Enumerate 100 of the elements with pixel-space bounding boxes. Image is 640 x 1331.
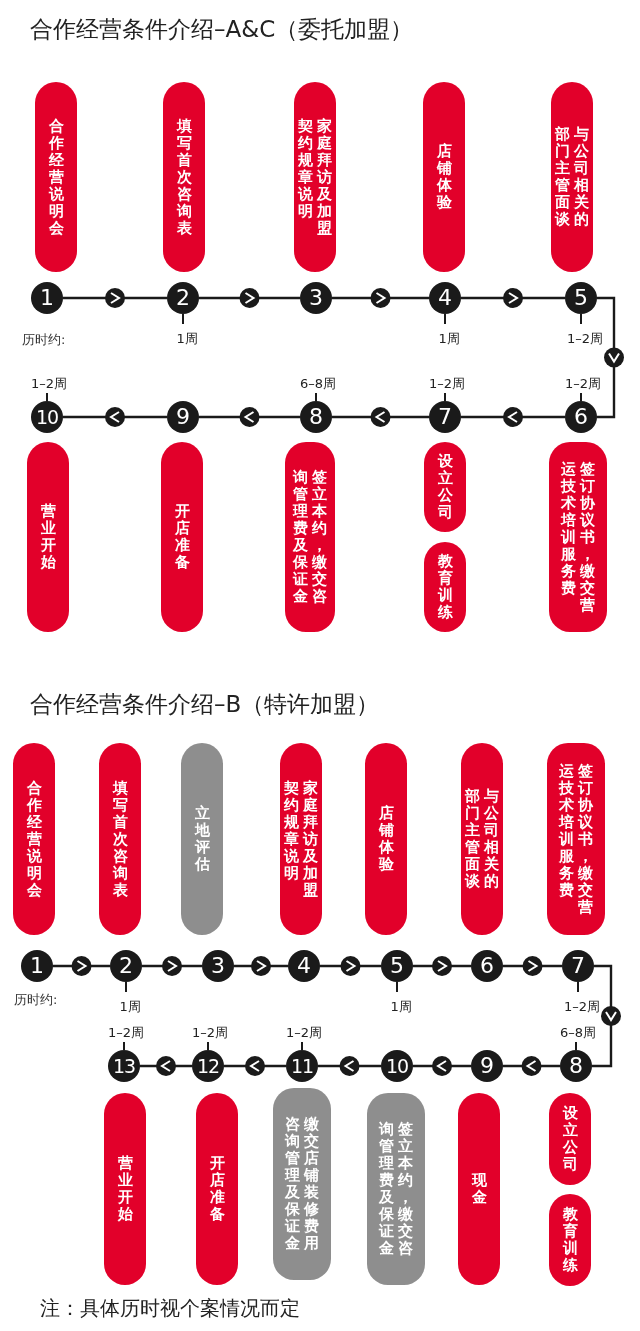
step-pill	[196, 1093, 238, 1285]
step-number-circle	[110, 950, 142, 982]
step-pill	[13, 743, 55, 935]
step-text: 教育训练	[437, 553, 453, 621]
step-number-circle	[300, 401, 332, 433]
step-pill	[365, 743, 407, 935]
step-text: 缴交店铺装修费用咨询管理及保证金	[285, 1116, 319, 1252]
duration-label: 1–2周	[564, 1000, 601, 1013]
step-text: 教育训练	[562, 1206, 578, 1274]
step-text: 开店准备	[174, 503, 190, 571]
step-number-circle	[471, 1050, 503, 1082]
step-number-circle	[192, 1050, 224, 1082]
step-pill	[551, 82, 593, 272]
step-text: 店铺体验	[436, 143, 452, 211]
duration-label: 6–8周	[560, 1026, 597, 1039]
step-number-circle	[202, 950, 234, 982]
step-pill	[367, 1093, 425, 1285]
duration-label: 1–2周	[286, 1026, 323, 1039]
step-number-circle	[286, 1050, 318, 1082]
step-number: 8	[569, 1055, 583, 1077]
duration-label: 1–2周	[192, 1026, 229, 1039]
step-text: 与公司相关的部门主管面谈	[465, 788, 499, 890]
step-pill	[163, 82, 205, 272]
step-number-circle	[167, 282, 199, 314]
step-text: 家庭拜访及加盟契约规章说明	[298, 117, 332, 237]
step-pill	[104, 1093, 146, 1285]
step-number-circle	[31, 282, 63, 314]
step-pill	[424, 442, 466, 532]
step-number: 7	[571, 955, 585, 977]
step-number-circle	[429, 282, 461, 314]
step-pill	[549, 1194, 591, 1286]
step-number: 9	[176, 406, 190, 428]
step-number-circle	[167, 401, 199, 433]
step-number: 8	[309, 406, 323, 428]
duration-label: 1周	[390, 1000, 412, 1013]
step-text: 营业开始	[40, 503, 56, 571]
step-number: 5	[574, 287, 588, 309]
step-number: 5	[390, 955, 404, 977]
step-text: 设立公司	[562, 1105, 578, 1173]
step-text: 签订协议书，缴交营运技术培训服务费	[561, 460, 595, 614]
step-number-circle	[381, 1050, 413, 1082]
step-text: 与公司相关的部门主管面谈	[555, 126, 589, 228]
step-number-circle	[21, 950, 53, 982]
step-pill	[424, 542, 466, 632]
step-number-circle	[560, 1050, 592, 1082]
step-number: 1	[30, 955, 44, 977]
step-pill	[280, 743, 322, 935]
step-number: 10	[35, 407, 59, 427]
step-pill	[549, 1093, 591, 1185]
step-pill	[27, 442, 69, 632]
step-text: 开店准备	[209, 1155, 225, 1223]
duration-caption: 历时约:	[22, 333, 66, 346]
step-text: 家庭拜访及加盟契约规章说明	[284, 779, 318, 899]
duration-label: 1周	[119, 1000, 141, 1013]
duration-label: 1–2周	[31, 377, 68, 390]
footnote: 注：具体历时视个案情况而定	[40, 1298, 300, 1318]
step-pill	[294, 82, 336, 272]
step-text: 签立本约，缴交咨询管理费及保证金	[379, 1121, 413, 1257]
step-number: 6	[574, 406, 588, 428]
step-number: 3	[309, 287, 323, 309]
step-number: 12	[196, 1056, 220, 1076]
step-text: 店铺体验	[378, 805, 394, 873]
step-text: 签立本约，缴交咨询管理费及保证金	[293, 469, 327, 605]
duration-label: 1–2周	[565, 377, 602, 390]
step-pill	[458, 1093, 500, 1285]
step-pill	[273, 1088, 331, 1280]
step-number: 13	[112, 1056, 136, 1076]
duration-label: 1周	[438, 332, 460, 345]
step-text: 签订协议书，缴交营运技术培训服务费	[559, 762, 593, 916]
step-text: 填写首次咨询表	[176, 117, 192, 237]
step-number-circle	[288, 950, 320, 982]
step-text: 填写首次咨询表	[112, 779, 128, 899]
step-pill	[547, 743, 605, 935]
step-number: 3	[211, 955, 225, 977]
step-number: 2	[176, 287, 190, 309]
step-number-circle	[429, 401, 461, 433]
step-number: 11	[290, 1056, 314, 1076]
duration-label: 1–2周	[108, 1026, 145, 1039]
step-text: 设立公司	[437, 453, 453, 521]
step-number: 6	[480, 955, 494, 977]
step-number: 4	[438, 287, 452, 309]
step-pill	[285, 442, 335, 632]
duration-label: 6–8周	[300, 377, 337, 390]
step-text: 立地评估	[194, 805, 210, 873]
step-pill	[461, 743, 503, 935]
step-pill	[423, 82, 465, 272]
step-number-circle	[565, 282, 597, 314]
step-pill	[35, 82, 77, 272]
step-number-circle	[31, 401, 63, 433]
duration-label: 1周	[176, 332, 198, 345]
step-pill	[161, 442, 203, 632]
step-number-circle	[108, 1050, 140, 1082]
duration-label: 1–2周	[567, 332, 604, 345]
step-number: 2	[119, 955, 133, 977]
step-text: 现金	[471, 1172, 487, 1206]
step-text: 合作经营说明会	[26, 779, 42, 899]
step-text: 合作经营说明会	[48, 117, 64, 237]
page-title: 合作经营条件介绍–A&C（委托加盟）	[30, 18, 414, 41]
step-pill	[99, 743, 141, 935]
step-number: 9	[480, 1055, 494, 1077]
